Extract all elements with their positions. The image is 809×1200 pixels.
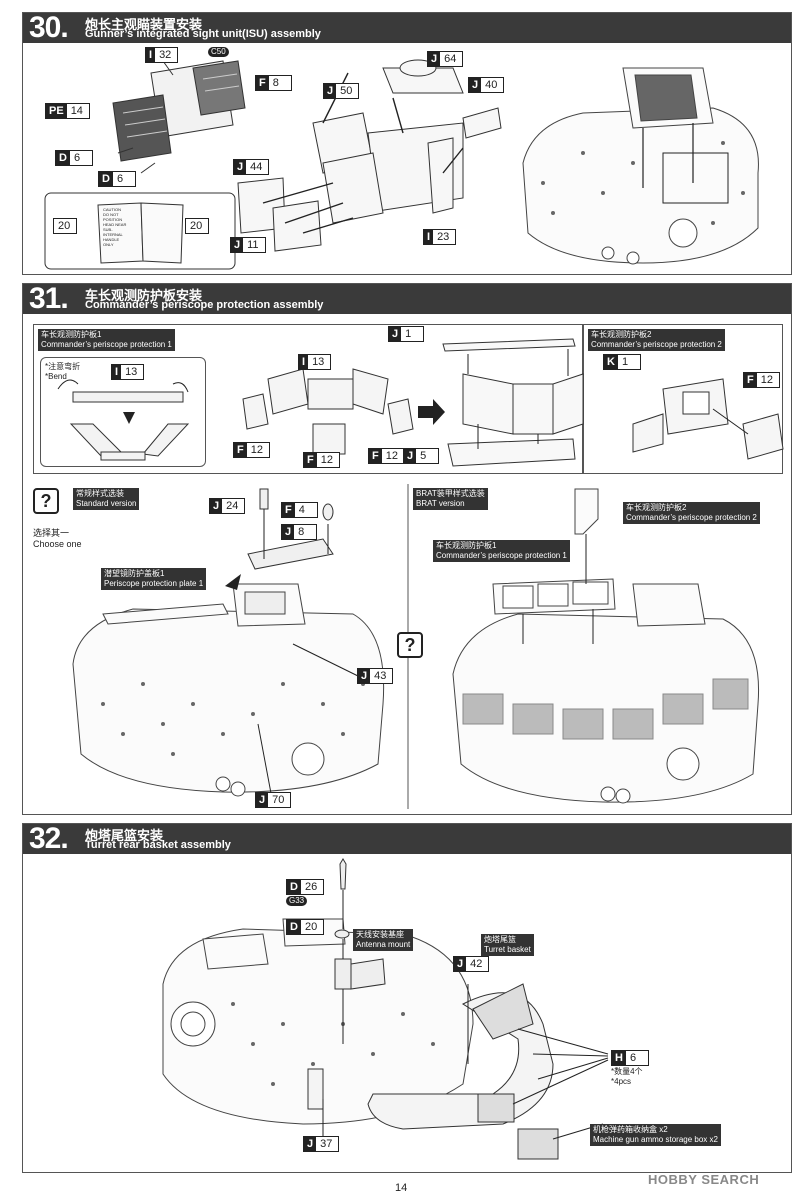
- step-30-panel: 30. 炮长主观瞄装置安装 Gunner’s integrated sight …: [22, 11, 792, 275]
- step-32-panel: 32. 炮塔尾篮安装 Turret rear basket assembly: [22, 822, 792, 1173]
- part-tag-20-left: 20: [53, 218, 77, 234]
- step-30-number: 30.: [29, 11, 69, 44]
- page-number: 14: [395, 1182, 408, 1194]
- step-31-panel: 31. 车长观测防护板安装 Commander’s periscope prot…: [22, 282, 792, 815]
- option-question-icon-brat: ?: [397, 632, 423, 658]
- step-30-header: 30. 炮长主观瞄装置安装 Gunner’s integrated sight …: [23, 11, 791, 44]
- part-note-c50: C50: [208, 47, 229, 57]
- step-31-number: 31.: [29, 282, 69, 315]
- bend-note: *注意弯折*Bend: [45, 362, 81, 381]
- step-32-number: 32.: [29, 822, 69, 855]
- hobby-search-watermark: HOBBY SEARCH: [648, 1172, 760, 1187]
- step-31-title-cn: 车长观测防护板安装: [85, 288, 203, 303]
- step-32-header: 32. 炮塔尾篮安装 Turret rear basket assembly: [23, 822, 791, 855]
- step-32-title-en: Turret rear basket assembly: [85, 839, 231, 851]
- part-note-g33: G33: [286, 896, 308, 906]
- step-30-title-en: Gunner’s integrated sight unit(ISU) asse…: [85, 28, 321, 40]
- step-32-title-cn: 炮塔尾篮安装: [85, 828, 164, 843]
- step-30-title-cn: 炮长主观瞄装置安装: [85, 17, 203, 32]
- caution-placard-text: CAUTION DO NOT POSITION HEAD NEAR SUB- I…: [103, 207, 127, 247]
- step-31-title-en: Commander’s periscope protection assembl…: [85, 299, 324, 311]
- step-31-drawing: [57, 338, 784, 809]
- part-tag-20-right: 20: [185, 218, 209, 234]
- quantity-note: *数量4个*4pcs: [611, 1067, 643, 1086]
- step-31-header: 31. 车长观测防护板安装 Commander’s periscope prot…: [23, 282, 791, 315]
- step-30-drawing: [44, 59, 759, 270]
- option-question-icon-standard: ?: [33, 488, 59, 514]
- step-32-drawing: [162, 858, 609, 1160]
